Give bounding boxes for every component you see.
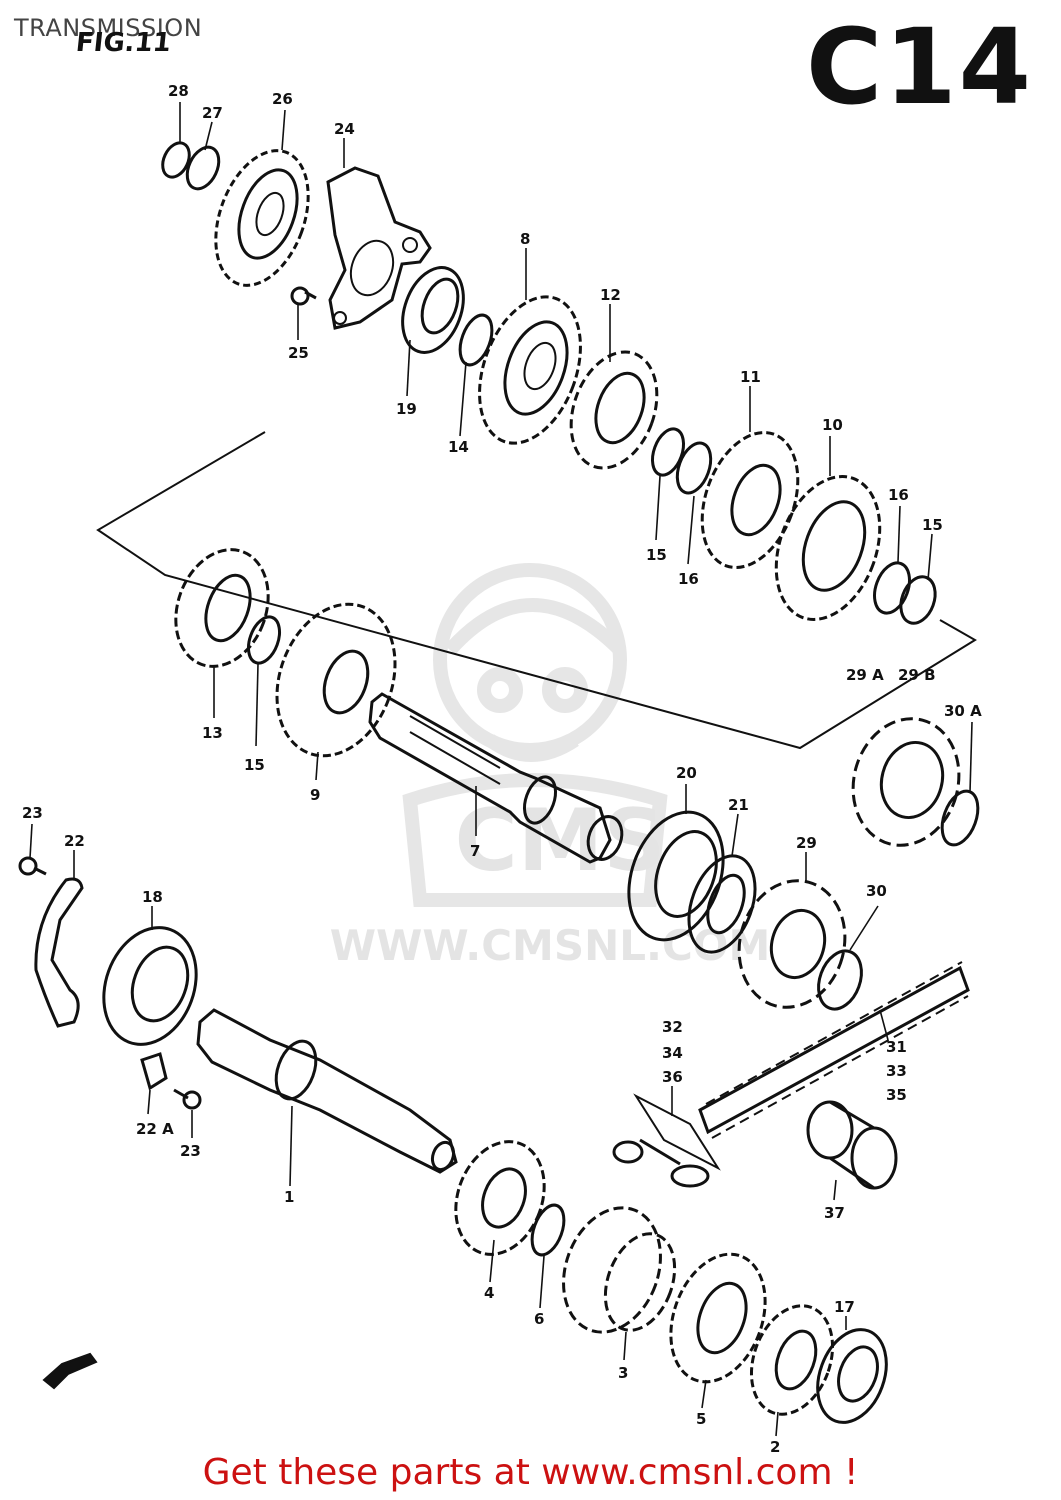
part-21-seal — [687, 854, 757, 954]
part-29-sprocket — [737, 879, 847, 1009]
part-15-washer-a — [650, 427, 686, 477]
part-24-plate — [326, 166, 432, 330]
label-17: 17 — [834, 1298, 855, 1316]
label-2: 2 — [770, 1438, 780, 1456]
label-1: 1 — [284, 1188, 294, 1206]
part-16-circlip-b — [873, 561, 911, 615]
label-9: 9 — [310, 786, 320, 804]
part-2-gear — [749, 1304, 835, 1416]
part-12-gear — [569, 350, 659, 470]
label-4: 4 — [484, 1284, 494, 1302]
label-36: 36 — [662, 1068, 683, 1086]
label-12: 12 — [600, 286, 621, 304]
label-18: 18 — [142, 888, 163, 906]
label-29: 29 — [796, 834, 817, 852]
label-10: 10 — [822, 416, 843, 434]
label-8: 8 — [520, 230, 530, 248]
label-30: 30 — [866, 882, 887, 900]
label-20: 20 — [676, 764, 697, 782]
part-6-circlip — [530, 1203, 566, 1257]
label-15-mid: 15 — [646, 546, 667, 564]
part-25-screw — [290, 286, 317, 306]
part-4-gear — [454, 1140, 546, 1256]
part-5-gear — [669, 1252, 767, 1384]
label-27: 27 — [202, 104, 223, 122]
label-31: 31 — [886, 1038, 907, 1056]
label-3: 3 — [618, 1364, 628, 1382]
part-22-plate — [34, 877, 84, 1028]
part-24-plate-hole — [349, 239, 395, 297]
label-16-mid: 16 — [678, 570, 699, 588]
label-28: 28 — [168, 82, 189, 100]
part-19-bearing — [401, 266, 465, 354]
part-7-countershaft — [368, 692, 624, 864]
part-27-washer — [185, 145, 221, 191]
part-22a-retainer — [140, 1052, 168, 1091]
part-1-mainshaft — [196, 1008, 458, 1174]
part-15-washer-c — [246, 615, 282, 665]
part-23-screw-b — [173, 1088, 202, 1110]
label-22: 22 — [64, 832, 85, 850]
assembly-bracket — [96, 431, 977, 750]
page-title: TRANSMISSION — [14, 14, 203, 42]
label-6: 6 — [534, 1310, 544, 1328]
part-3-gear — [562, 1206, 677, 1334]
label-25: 25 — [288, 344, 309, 362]
label-29b: 29 B — [898, 666, 936, 684]
part-30a-circlip — [940, 789, 980, 847]
label-5: 5 — [696, 1410, 706, 1428]
part-30-circlip — [817, 949, 863, 1011]
label-13: 13 — [202, 724, 223, 742]
label-26: 26 — [272, 90, 293, 108]
label-32: 32 — [662, 1018, 683, 1036]
label-24: 24 — [334, 120, 355, 138]
part-31-drive-chain — [698, 961, 970, 1139]
label-34: 34 — [662, 1044, 683, 1062]
label-23-bottom: 23 — [180, 1142, 201, 1160]
label-35: 35 — [886, 1086, 907, 1104]
part-17-bearing — [816, 1328, 888, 1424]
part-18-bearing — [102, 926, 198, 1046]
label-15-left: 15 — [244, 756, 265, 774]
front-arrow-icon — [42, 1352, 98, 1390]
label-11: 11 — [740, 368, 761, 386]
label-7: 7 — [470, 842, 480, 860]
label-23-top: 23 — [22, 804, 43, 822]
label-30a: 30 A — [944, 702, 982, 720]
section-code: C14 — [805, 6, 1033, 128]
label-19: 19 — [396, 400, 417, 418]
part-26-gear — [214, 149, 310, 287]
label-21: 21 — [728, 796, 749, 814]
part-16-circlip-a — [675, 441, 713, 495]
part-10-gear — [774, 475, 882, 621]
part-15-washer-b — [899, 575, 937, 625]
part-29b-sprocket — [851, 717, 961, 847]
label-16-top: 16 — [888, 486, 909, 504]
part-8-gear — [478, 295, 582, 445]
part-14-circlip — [458, 313, 494, 367]
label-33: 33 — [886, 1062, 907, 1080]
part-20-bearing — [627, 810, 725, 942]
part-11-gear — [700, 431, 800, 569]
label-14: 14 — [448, 438, 469, 456]
part-13-gear — [174, 548, 270, 668]
label-29a: 29 A — [846, 666, 884, 684]
part-labels: 28 27 26 24 25 19 14 8 12 11 10 16 15 15… — [22, 82, 982, 1456]
footer-link[interactable]: Get these parts at www.cmsnl.com ! — [202, 1452, 859, 1493]
leader-lines — [29, 102, 973, 1437]
label-22a: 22 A — [136, 1120, 174, 1138]
part-23-screw-a — [18, 856, 47, 876]
label-37: 37 — [824, 1204, 845, 1222]
part-28-circlip — [161, 141, 191, 179]
part-37-chain-roller — [806, 1100, 898, 1190]
label-15-top: 15 — [922, 516, 943, 534]
